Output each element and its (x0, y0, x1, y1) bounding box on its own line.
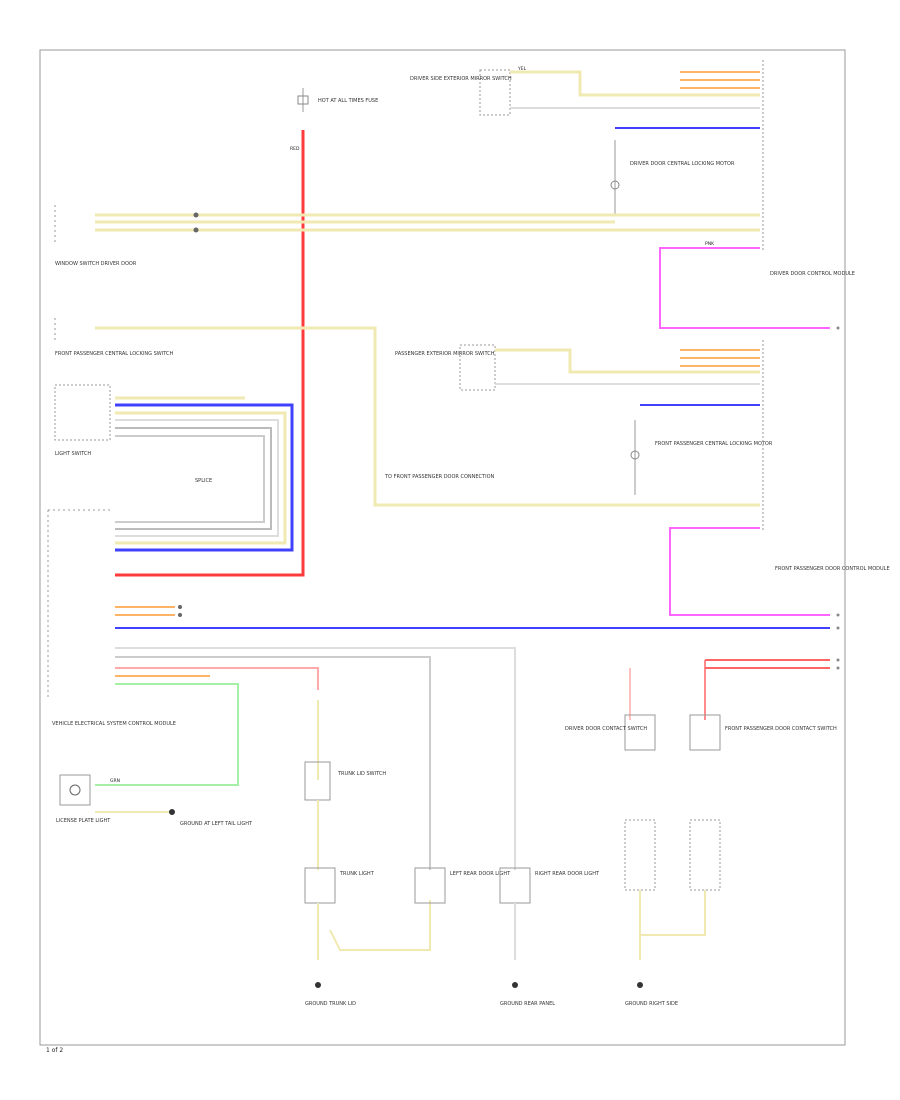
wire-red-power (115, 130, 305, 577)
driver-door-control-module-label: DRIVER DOOR CONTROL MODULE (770, 271, 855, 277)
mirror-switch-right-label: PASSENGER EXTERIOR MIRROR SWITCH (395, 351, 495, 357)
driver-door-contact-switch: DRIVER DOOR CONTACT SWITCH (565, 714, 656, 891)
pass-door-control-module: FRONT PASSENGER DOOR CONTROL MODULE (762, 340, 890, 572)
door-lock-motor-driver-label: DRIVER DOOR CENTRAL LOCKING MOTOR (630, 161, 735, 167)
wire-yel-mirror-pass (495, 348, 760, 374)
wire-wht-harness-1 (115, 419, 279, 537)
window-switch-driver-label: WINDOW SWITCH DRIVER DOOR (55, 261, 137, 267)
light-switch: LIGHT SWITCH (54, 384, 111, 457)
ground-trunk-label: GROUND TRUNK LID (305, 1001, 356, 1007)
onboard-supply-module: VEHICLE ELECTRICAL SYSTEM CONTROL MODULE (47, 509, 176, 727)
license-plate-light-label: LICENSE PLATE LIGHT (56, 818, 111, 824)
pass-door-contact-switch-label: FRONT PASSENGER DOOR CONTACT SWITCH (725, 726, 837, 732)
ground-left-label: GROUND AT LEFT TAIL LIGHT (180, 821, 253, 827)
wire-label-grn: GRN (110, 778, 120, 784)
page-number: 1 of 2 (46, 1047, 63, 1054)
mirror-switch-right: PASSENGER EXTERIOR MIRROR SWITCH (395, 344, 496, 391)
wire-pnk-mid (669, 527, 830, 616)
wire-label-yel-top: YEL (517, 66, 527, 72)
wire-gry-harness-2 (115, 427, 272, 530)
wire-yel-harness (115, 411, 287, 545)
front-pass-switch: FRONT PASSENGER CENTRAL LOCKING SWITCH (54, 318, 173, 357)
fuse-assembly: HOT AT ALL TIMES FUSE (297, 88, 378, 112)
fuse-label: HOT AT ALL TIMES FUSE (318, 98, 378, 104)
wire-blu-harness (115, 403, 294, 552)
right-rear-door-light: RIGHT REAR DOOR LIGHT (499, 867, 600, 904)
door-lock-motor-pass: FRONT PASSENGER CENTRAL LOCKING MOTOR (630, 420, 773, 495)
front-pass-switch-label: FRONT PASSENGER CENTRAL LOCKING SWITCH (55, 351, 173, 357)
window-switch-driver: WINDOW SWITCH DRIVER DOOR (54, 205, 137, 267)
pass-door-control-module-label: FRONT PASSENGER DOOR CONTROL MODULE (775, 566, 890, 572)
light-switch-label: LIGHT SWITCH (55, 451, 91, 457)
trunk-light-label: TRUNK LIGHT (339, 871, 375, 877)
door-lock-motor-driver: DRIVER DOOR CENTRAL LOCKING MOTOR (610, 140, 735, 215)
pass-door-contact-switch: FRONT PASSENGER DOOR CONTACT SWITCH (689, 714, 837, 891)
front-pass-conn-label: TO FRONT PASSENGER DOOR CONNECTION (384, 474, 495, 480)
ground-rear-label: GROUND REAR PANEL (500, 1001, 555, 1007)
driver-door-contact-switch-label: DRIVER DOOR CONTACT SWITCH (565, 726, 647, 732)
wire-yel-mirror-top (510, 70, 760, 97)
wire-label-pnk: PNK (705, 241, 715, 247)
mirror-switch-left: DRIVER SIDE EXTERIOR MIRROR SWITCH (410, 69, 512, 116)
right-rear-door-light-label: RIGHT REAR DOOR LIGHT (535, 871, 600, 877)
left-rear-door-light: LEFT REAR DOOR LIGHT (414, 867, 511, 904)
mirror-switch-left-label: DRIVER SIDE EXTERIOR MIRROR SWITCH (410, 76, 512, 82)
wire-gry-harness-3 (115, 435, 265, 523)
trunk-lid-switch: TRUNK LID SWITCH (304, 700, 386, 801)
onboard-supply-module-label: VEHICLE ELECTRICAL SYSTEM CONTROL MODULE (52, 721, 176, 727)
ground-right-label: GROUND RIGHT SIDE (625, 1001, 678, 1007)
left-rear-door-light-label: LEFT REAR DOOR LIGHT (450, 871, 511, 877)
trunk-light: TRUNK LIGHT (304, 800, 375, 904)
driver-door-control-module: DRIVER DOOR CONTROL MODULE (762, 60, 855, 277)
diagram-frame (39, 49, 846, 1046)
license-plate-light: LICENSE PLATE LIGHT (56, 774, 111, 824)
wire-label-red: RED (290, 146, 300, 152)
wire-yel-window (95, 213, 760, 232)
splice-label: SPLICE (195, 478, 212, 484)
wire-grn-license (95, 683, 239, 786)
trunk-lid-switch-label: TRUNK LID SWITCH (337, 771, 386, 777)
wire-pnk-top (659, 247, 830, 329)
wire-yel-front-pass (95, 326, 760, 507)
right-edge-connectors (836, 326, 840, 670)
door-lock-motor-pass-label: FRONT PASSENGER CENTRAL LOCKING MOTOR (655, 441, 773, 447)
